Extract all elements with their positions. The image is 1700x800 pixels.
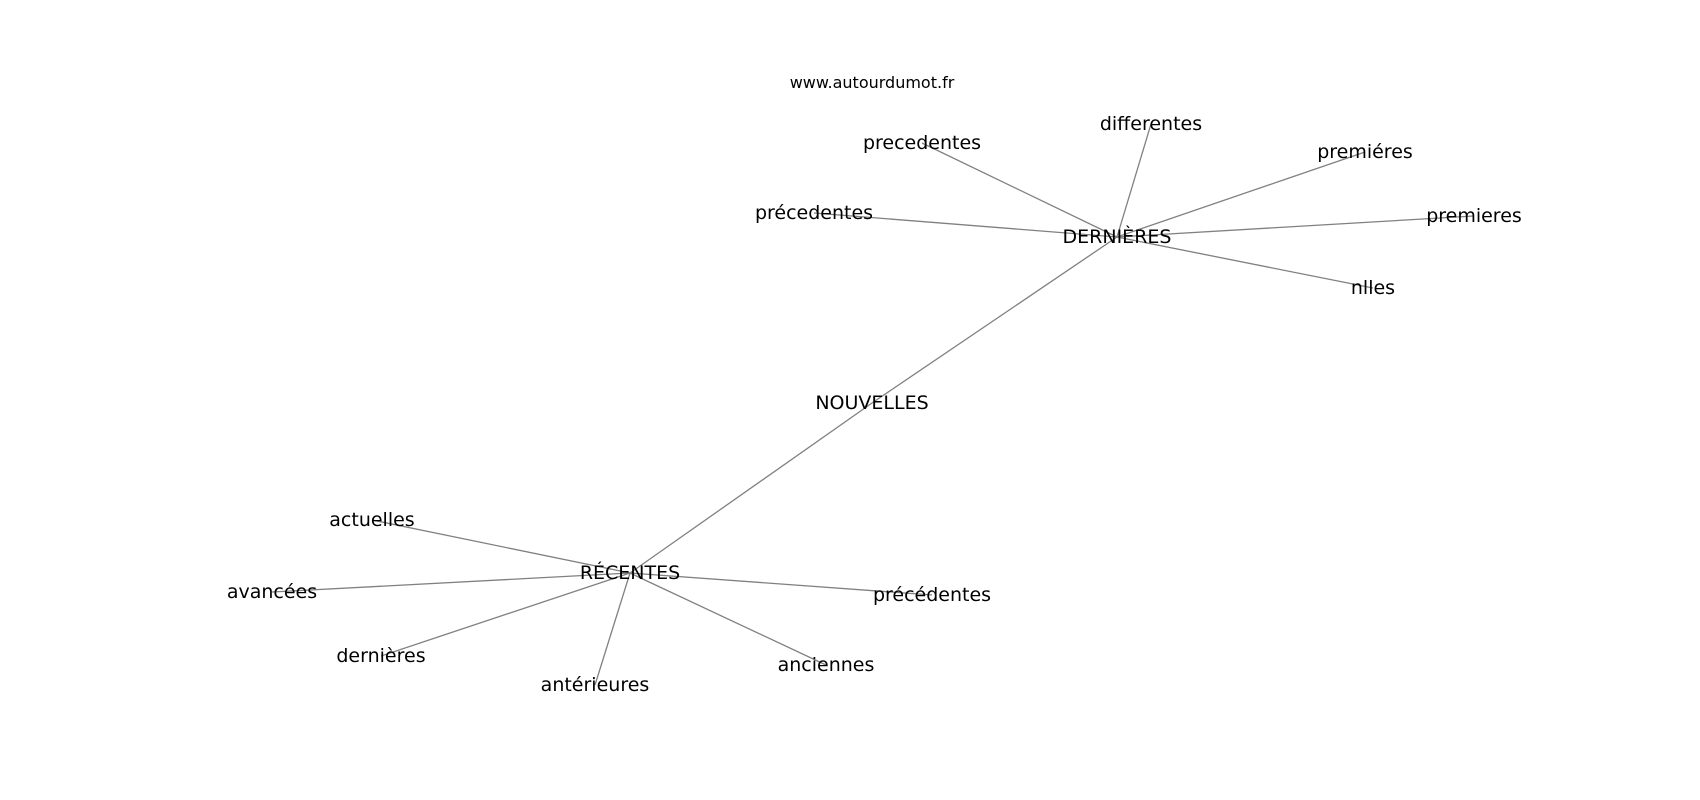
edge-center-dernieres (871, 236, 1118, 404)
edge-center-recentes (629, 402, 873, 574)
edge-recentes-actuelles (371, 519, 631, 574)
word-node-label: dernières (336, 645, 425, 667)
word-node-label: precedentes (863, 132, 981, 154)
word-node-label: premiéres (1317, 141, 1413, 163)
edge-dernieres-nlles (1116, 236, 1374, 289)
word-node-label: actuelles (329, 509, 414, 531)
center-node-label: NOUVELLES (815, 392, 928, 414)
word-node-label: avancées (227, 581, 317, 603)
word-node-label: anciennes (778, 654, 875, 676)
watermark-text: www.autourdumot.fr (790, 73, 955, 92)
edge-recentes-anciennes (629, 572, 827, 666)
word-node-label: differentes (1100, 113, 1202, 135)
graph-labels: NOUVELLES DERNIÈRES precedentes differentes… (227, 113, 1522, 696)
hub-node-label: DERNIÈRES (1063, 225, 1172, 248)
word-node-label: antérieures (541, 674, 650, 696)
edge-recentes-anterieures (594, 572, 631, 686)
word-node-label: précedentes (755, 202, 873, 224)
edge-recentes-precedentes (629, 572, 933, 596)
edge-recentes-dernieres (380, 572, 631, 657)
edge-dernieres-premieres (1116, 215, 1475, 238)
edge-dernieres-differentes (1116, 123, 1152, 238)
edge-dernieres-precedentes (813, 212, 1118, 238)
graph-edges (271, 123, 1475, 686)
word-node-label: nlles (1351, 277, 1395, 299)
edge-dernieres-premieres (1116, 151, 1366, 238)
hub-node-label: RÉCENTES (580, 561, 680, 584)
edge-recentes-avancees (271, 572, 631, 593)
edge-dernieres-precedentes (921, 142, 1118, 238)
word-node-label: premieres (1426, 205, 1522, 227)
word-node-label: précédentes (873, 584, 991, 606)
